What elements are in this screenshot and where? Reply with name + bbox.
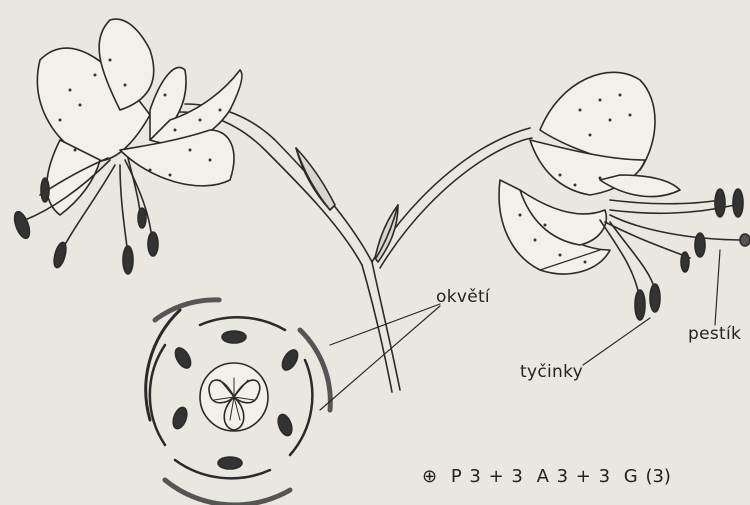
- bract-left: [296, 148, 335, 210]
- floral-diagram: [146, 300, 331, 505]
- perianth-label: okvětí: [436, 287, 490, 307]
- androecium-formula: A 3 + 3: [537, 466, 610, 487]
- pistil-label: pestík: [688, 324, 741, 344]
- bract-right: [375, 205, 398, 262]
- right-flower: [499, 72, 750, 320]
- actinomorphic-symbol: ⊕: [422, 466, 437, 487]
- floral-formula: ⊕ P 3 + 3 A 3 + 3 G (3): [422, 466, 677, 487]
- gynoecium-formula: G (3): [624, 466, 671, 487]
- stamens-label: tyčinky: [520, 362, 583, 382]
- leader-lines: [320, 250, 720, 410]
- perianth-formula: P 3 + 3: [451, 466, 523, 487]
- left-flower: [12, 19, 242, 274]
